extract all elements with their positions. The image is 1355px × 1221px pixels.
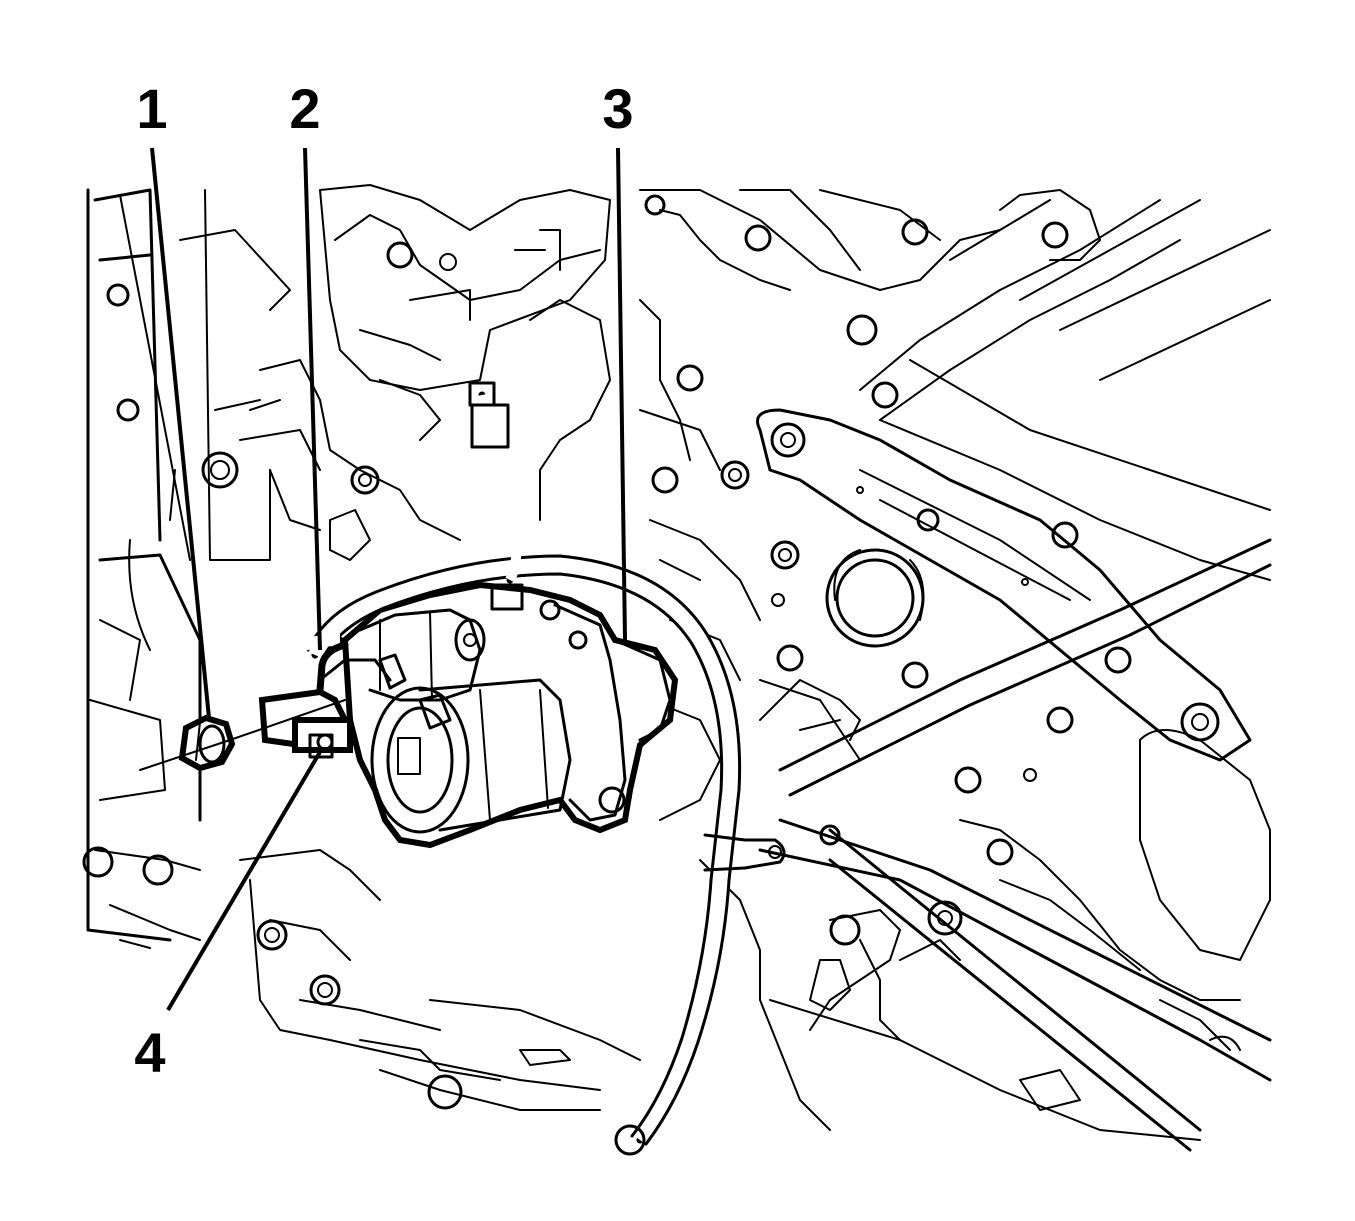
callout-label-4: 4 [134,1021,165,1084]
callout-label-1: 1 [136,77,167,140]
callout-label-3: 3 [602,77,633,140]
callout-labels: 1 2 3 4 [134,77,633,1084]
callout-label-2: 2 [289,77,320,140]
nut [139,699,346,772]
starter-motor [341,581,679,849]
callout-leaders [150,147,627,1012]
solenoid-wire-connector [292,717,353,759]
engine-background-artwork [82,184,1272,1152]
